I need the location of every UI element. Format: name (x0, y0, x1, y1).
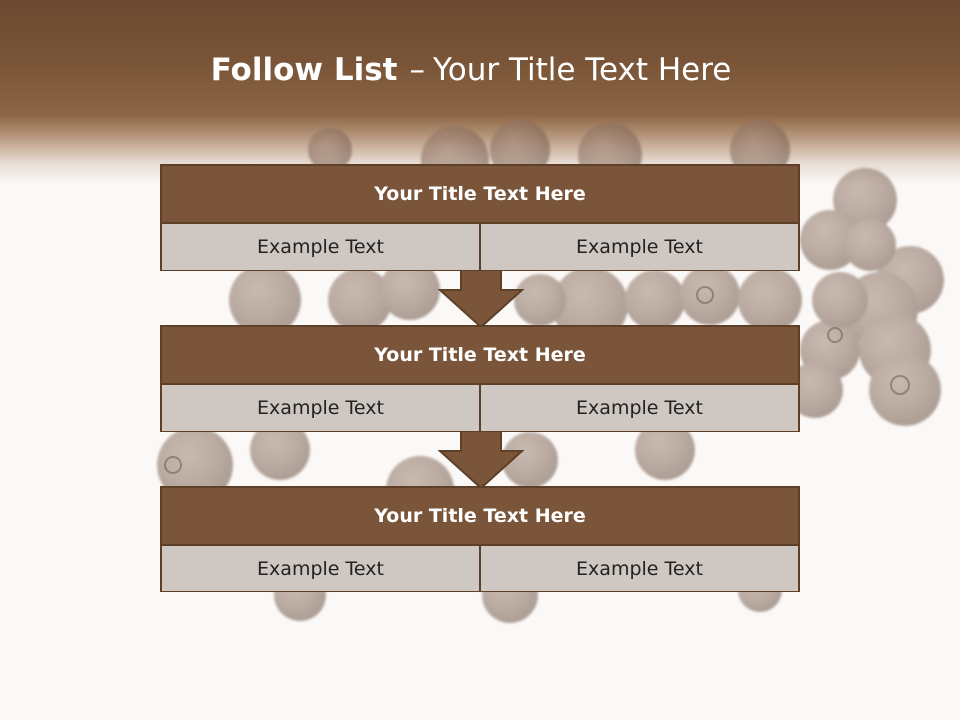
list-block-2: Your Title Text Here Example Text Exampl… (160, 325, 800, 432)
down-arrow-icon (437, 270, 525, 329)
block-title: Your Title Text Here (162, 488, 798, 546)
block-title: Your Title Text Here (162, 166, 798, 224)
block-cell-left: Example Text (162, 546, 479, 591)
block-cell-left: Example Text (162, 385, 479, 431)
list-block-3: Your Title Text Here Example Text Exampl… (160, 486, 800, 592)
title-dash: – (409, 52, 425, 88)
block-cell-left: Example Text (162, 224, 479, 270)
block-row: Example Text Example Text (162, 385, 798, 431)
block-row: Example Text Example Text (162, 546, 798, 591)
title-rest: Your Title Text Here (432, 52, 732, 88)
block-title: Your Title Text Here (162, 327, 798, 385)
list-block-1: Your Title Text Here Example Text Exampl… (160, 164, 800, 271)
block-cell-right: Example Text (479, 546, 798, 591)
title-bold: Follow List (210, 52, 398, 88)
block-cell-right: Example Text (479, 385, 798, 431)
down-arrow-icon (437, 431, 525, 490)
block-row: Example Text Example Text (162, 224, 798, 270)
slide-title: Follow List–Your Title Text Here (0, 52, 942, 88)
block-cell-right: Example Text (479, 224, 798, 270)
